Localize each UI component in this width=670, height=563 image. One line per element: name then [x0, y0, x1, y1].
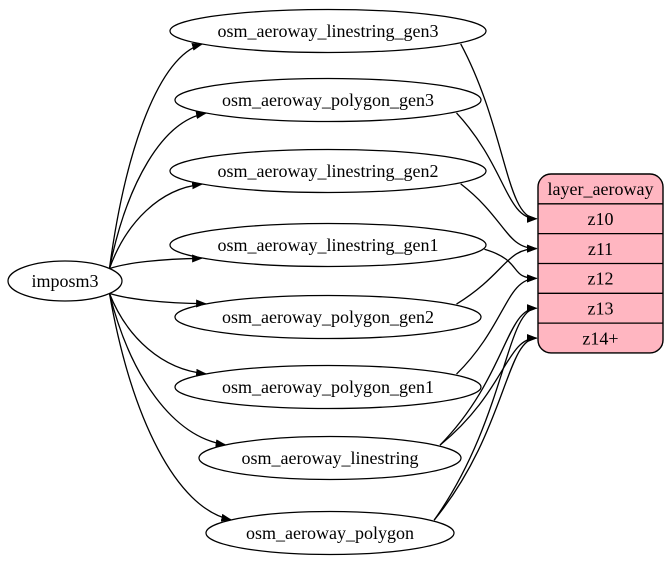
graph-node-layer-aeroway: layer_aeroway z10 z11 z12 z13 z14+ [537, 173, 664, 354]
graph-node-osm-aeroway-linestring: osm_aeroway_linestring [198, 435, 462, 481]
layer-record-title: layer_aeroway [548, 179, 654, 199]
edge-imposm3-to-osm-aeroway-polygon-gen2 [109, 292, 207, 308]
layer-row-z11: z11 [588, 239, 613, 259]
edge-imposm3-to-osm-aeroway-linestring-gen1 [109, 254, 203, 270]
graph-node-osm-aeroway-polygon-gen3: osm_aeroway_polygon_gen3 [174, 77, 482, 123]
node-ellipse-imposm3 [7, 260, 123, 302]
node-ellipse-osm-aeroway-polygon-gen3 [174, 77, 482, 123]
edge-osm-aeroway-linestring-gen1-to-layer-aeroway-z12 [484, 248, 538, 283]
edge-osm-aeroway-polygon-gen1-to-layer-aeroway-z12 [456, 274, 538, 375]
node-label-osm-aeroway-polygon-gen1: osm_aeroway_polygon_gen1 [222, 377, 434, 397]
graph-node-osm-aeroway-linestring-gen2: osm_aeroway_linestring_gen2 [169, 148, 487, 194]
edge-osm-aeroway-linestring-to-layer-aeroway-z13 [439, 304, 538, 446]
edge-imposm3-to-osm-aeroway-linestring-gen2 [108, 181, 203, 269]
node-label-osm-aeroway-polygon-gen3: osm_aeroway_polygon_gen3 [222, 90, 434, 110]
layer-row-z12: z12 [588, 269, 614, 289]
node-ellipse-osm-aeroway-linestring-gen2 [169, 148, 487, 194]
edge-imposm3-to-osm-aeroway-linestring-gen3 [108, 42, 203, 269]
node-ellipse-osm-aeroway-linestring-gen3 [169, 8, 487, 54]
node-ellipse-osm-aeroway-linestring [198, 435, 462, 481]
graph-node-osm-aeroway-polygon-gen1: osm_aeroway_polygon_gen1 [174, 364, 482, 410]
node-label-osm-aeroway-linestring: osm_aeroway_linestring [242, 448, 419, 468]
edge-osm-aeroway-polygon-gen2-to-layer-aeroway-z11 [456, 244, 538, 305]
node-label-osm-aeroway-linestring-gen3: osm_aeroway_linestring_gen3 [218, 21, 439, 41]
edge-osm-aeroway-polygon-to-layer-aeroway-z13 [433, 304, 538, 521]
layer-row-z13: z13 [588, 298, 614, 318]
node-ellipse-osm-aeroway-polygon [205, 510, 455, 556]
node-ellipse-osm-aeroway-linestring-gen1 [169, 222, 487, 268]
layer-row-z14plus: z14+ [582, 328, 618, 348]
node-label-osm-aeroway-polygon-gen2: osm_aeroway_polygon_gen2 [222, 307, 434, 327]
graph-node-osm-aeroway-polygon: osm_aeroway_polygon [205, 510, 455, 556]
graph-node-osm-aeroway-linestring-gen3: osm_aeroway_linestring_gen3 [169, 8, 487, 54]
graph-node-osm-aeroway-polygon-gen2: osm_aeroway_polygon_gen2 [174, 294, 482, 340]
node-label-osm-aeroway-linestring-gen1: osm_aeroway_linestring_gen1 [218, 235, 439, 255]
graph-node-osm-aeroway-linestring-gen1: osm_aeroway_linestring_gen1 [169, 222, 487, 268]
edge-osm-aeroway-linestring-gen3-to-layer-aeroway-z10 [460, 43, 538, 223]
node-label-osm-aeroway-polygon: osm_aeroway_polygon [246, 523, 414, 543]
graph-node-imposm3: imposm3 [7, 260, 123, 302]
layer-row-z10: z10 [588, 209, 614, 229]
edge-imposm3-to-osm-aeroway-polygon-gen3 [108, 111, 207, 269]
node-ellipse-osm-aeroway-polygon-gen2 [174, 294, 482, 340]
edge-imposm3-to-osm-aeroway-linestring [108, 293, 227, 448]
edge-osm-aeroway-polygon-gen3-to-layer-aeroway-z10 [456, 112, 538, 223]
node-label-imposm3: imposm3 [31, 271, 98, 291]
edge-imposm3-to-osm-aeroway-polygon-gen1 [108, 293, 207, 377]
edge-osm-aeroway-polygon-to-layer-aeroway-z14plus [433, 334, 538, 521]
edge-imposm3-to-osm-aeroway-polygon [108, 293, 232, 522]
node-ellipse-osm-aeroway-polygon-gen1 [174, 364, 482, 410]
node-label-osm-aeroway-linestring-gen2: osm_aeroway_linestring_gen2 [218, 161, 439, 181]
